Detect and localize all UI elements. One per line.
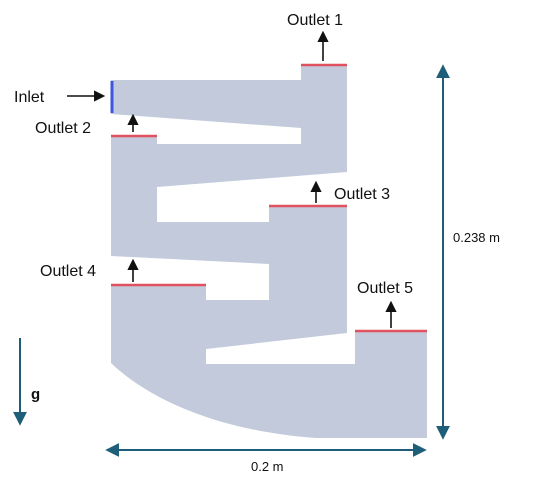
fluid-domain: [111, 65, 427, 438]
outlet-3-label: Outlet 3: [334, 186, 390, 203]
outlet-2-label: Outlet 2: [35, 120, 91, 137]
height-dimension-label: 0.238 m: [453, 230, 500, 245]
outlet-4-label: Outlet 4: [40, 263, 96, 280]
width-dimension-label: 0.2 m: [251, 459, 284, 474]
outlet-5-label: Outlet 5: [357, 280, 413, 297]
outlet-1-label: Outlet 1: [287, 12, 343, 29]
gravity-label: g: [31, 386, 40, 403]
inlet-label: Inlet: [14, 89, 45, 106]
